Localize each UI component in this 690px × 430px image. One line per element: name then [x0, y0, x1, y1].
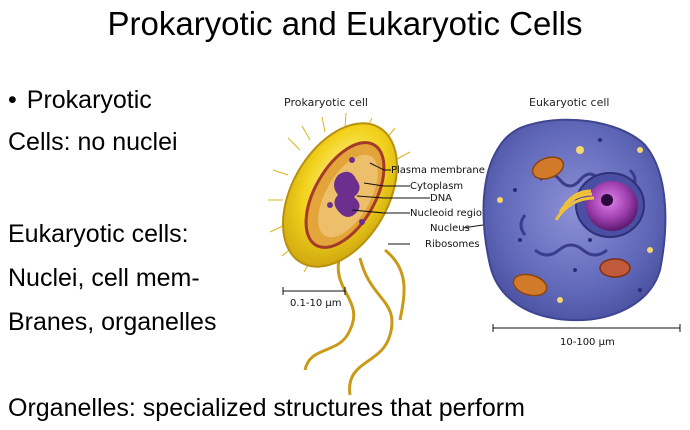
flagellum [348, 257, 394, 396]
prokaryotic-cell [268, 112, 411, 396]
mitochondrion [599, 258, 631, 278]
label-nucleoid-region: Nucleoid region [410, 208, 488, 219]
bullet-prokaryotic-text: Prokaryotic [26, 86, 152, 114]
flagellum [303, 254, 356, 371]
text-eukaryotic-cells: Eukaryotic cells: [8, 220, 189, 248]
prokaryotic-cell-header: Prokaryotic cell [284, 96, 368, 109]
label-cytoplasm: Cytoplasm [410, 181, 463, 192]
flagellum [384, 248, 406, 321]
text-organelles-definition: Organelles: specialized structures that … [8, 394, 525, 422]
label-ribosomes: Ribosomes [425, 239, 480, 250]
eukaryotic-cell-header: Eukaryotic cell [529, 96, 609, 109]
mitochondrion [512, 273, 548, 297]
prokaryotic-scale-label: 0.1-10 μm [290, 298, 342, 309]
prokaryotic-scale-bar [282, 287, 346, 295]
text-no-nuclei: Cells: no nuclei [8, 128, 178, 156]
text-branes-organelles: Branes, organelles [8, 308, 217, 336]
golgi-apparatus [554, 189, 595, 221]
ribosomes [513, 138, 642, 292]
eukaryotic-scale-label: 10-100 μm [560, 337, 615, 348]
text-nuclei-cell-mem: Nuclei, cell mem- [8, 264, 200, 292]
eukaryotic-scale-bar [492, 324, 681, 332]
vesicles [497, 146, 653, 303]
nucleoid [334, 171, 360, 217]
slide-title: Prokaryotic and Eukaryotic Cells [107, 5, 583, 42]
label-plasma-membrane: Plasma membrane [391, 165, 485, 176]
eukaryotic-cell [482, 118, 667, 322]
mitochondrion [531, 156, 565, 180]
bullet-dot: • [8, 86, 17, 114]
label-nucleus: Nucleus [430, 223, 470, 234]
bullet-prokaryotic: • Prokaryotic [8, 84, 152, 116]
nucleus [586, 181, 638, 231]
label-dna: DNA [430, 193, 452, 204]
